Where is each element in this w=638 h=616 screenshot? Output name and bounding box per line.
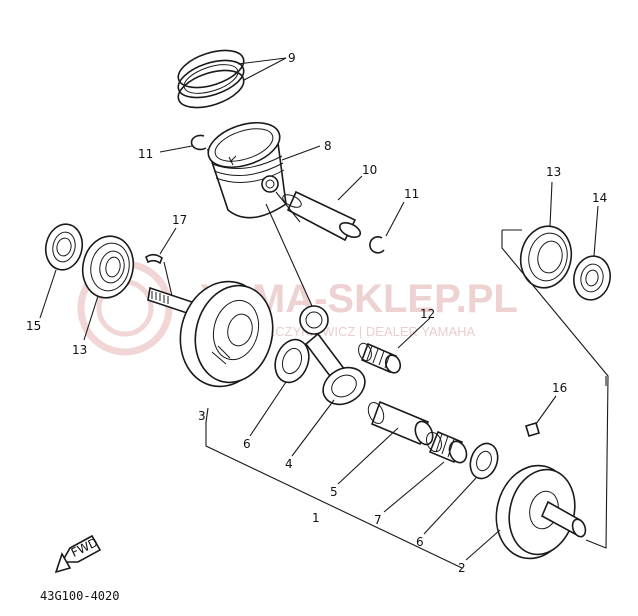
leader-lines: [39, 57, 609, 569]
callout-10: 10: [362, 163, 377, 177]
callout-labels: 9 8 11 10 11 17 15 13 12 13 14 16 3 6 4 …: [26, 51, 607, 575]
part-bearing-left: [81, 235, 135, 299]
callout-13-right: 13: [546, 165, 561, 179]
part-circlip-right: [369, 236, 385, 254]
callout-13-left: 13: [72, 343, 87, 357]
part-crank-right: [495, 464, 587, 560]
part-crank-left: [147, 280, 274, 388]
part-piston-pin: [282, 190, 362, 242]
callout-11-right: 11: [404, 187, 419, 201]
part-connecting-rod: [299, 305, 366, 406]
callout-7: 7: [374, 513, 382, 527]
callout-3: 3: [198, 409, 206, 423]
callout-1: 1: [312, 511, 320, 525]
callout-2: 2: [458, 561, 466, 575]
part-oil-seal-left: [44, 223, 84, 271]
part-circlip-left: [190, 134, 207, 151]
callout-15: 15: [26, 319, 41, 333]
part-key-right: [525, 422, 540, 437]
part-big-end-bearing: [426, 430, 468, 464]
part-woodruff-key: [145, 253, 163, 265]
callout-11-left: 11: [138, 147, 153, 161]
part-piston-rings: [177, 49, 245, 109]
part-piston: [206, 122, 287, 219]
callout-6-left: 6: [243, 437, 251, 451]
part-crank-pin: [367, 400, 434, 446]
callout-16: 16: [552, 381, 567, 395]
callout-4: 4: [285, 457, 293, 471]
callout-9: 9: [288, 51, 296, 65]
watermark-sub-text: MICHALCZYKIEWICZ | DEALER YAMAHA: [226, 324, 476, 339]
callout-5: 5: [330, 485, 338, 499]
callout-8: 8: [324, 139, 332, 153]
part-oil-seal-right: [573, 255, 611, 301]
part-bearing-right: [519, 225, 573, 289]
diagram-code: 43G100-4020: [40, 589, 119, 603]
callout-17: 17: [172, 213, 187, 227]
forward-arrow: FWD: [54, 534, 102, 574]
part-washer-right: [469, 442, 499, 480]
callout-12: 12: [420, 307, 435, 321]
part-washer-left: [274, 338, 310, 384]
callout-6-right: 6: [416, 535, 424, 549]
part-small-end-bearing: [358, 342, 402, 374]
callout-14: 14: [592, 191, 607, 205]
